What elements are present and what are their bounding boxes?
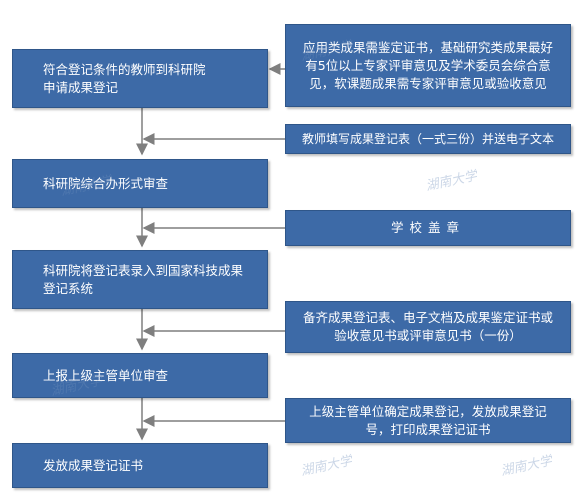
note-superior-confirm: 上级主管单位确定成果登记，发放成果登记号，打印成果登记证书 <box>285 398 571 443</box>
step-apply-registration: 符合登记条件的教师到科研院申请成果登记 <box>12 49 268 108</box>
step-apply-registration-label: 符合登记条件的教师到科研院申请成果登记 <box>43 61 206 95</box>
step-enter-national-system: 科研院将登记表录入到国家科技成果登记系统 <box>12 250 268 309</box>
step-issue-certificate-label: 发放成果登记证书 <box>43 457 144 473</box>
note-fill-form: 教师填写成果登记表（一式三份）并送电子文本 <box>285 124 571 154</box>
note-school-seal: 学校盖章 <box>285 210 571 246</box>
note-prepare-materials-text: 备齐成果登记表、电子文档及成果鉴定证书或验收意见书或评审意见书（一份） <box>302 310 553 343</box>
step-report-superior: 上报上级主管单位审查 <box>12 353 268 398</box>
step-enter-national-system-label: 科研院将登记表录入到国家科技成果登记系统 <box>43 262 244 296</box>
note-school-seal-text: 学校盖章 <box>390 220 465 235</box>
note-prepare-materials: 备齐成果登记表、电子文档及成果鉴定证书或验收意见书或评审意见书（一份） <box>285 301 571 353</box>
note-required-documents: 应用类成果需鉴定证书，基础研究类成果最好有5位以上专家评审意见及学术委员会综合意… <box>285 24 571 107</box>
step-formal-review: 科研院综合办形式审查 <box>12 159 268 208</box>
note-superior-confirm-text: 上级主管单位确定成果登记，发放成果登记号，打印成果登记证书 <box>309 403 547 437</box>
step-formal-review-label: 科研院综合办形式审查 <box>43 175 169 191</box>
step-report-superior-label: 上报上级主管单位审查 <box>43 367 169 383</box>
note-fill-form-text: 教师填写成果登记表（一式三份）并送电子文本 <box>301 132 554 146</box>
note-required-documents-text: 应用类成果需鉴定证书，基础研究类成果最好有5位以上专家评审意见及学术委员会综合意… <box>302 39 553 91</box>
step-issue-certificate: 发放成果登记证书 <box>12 443 268 488</box>
